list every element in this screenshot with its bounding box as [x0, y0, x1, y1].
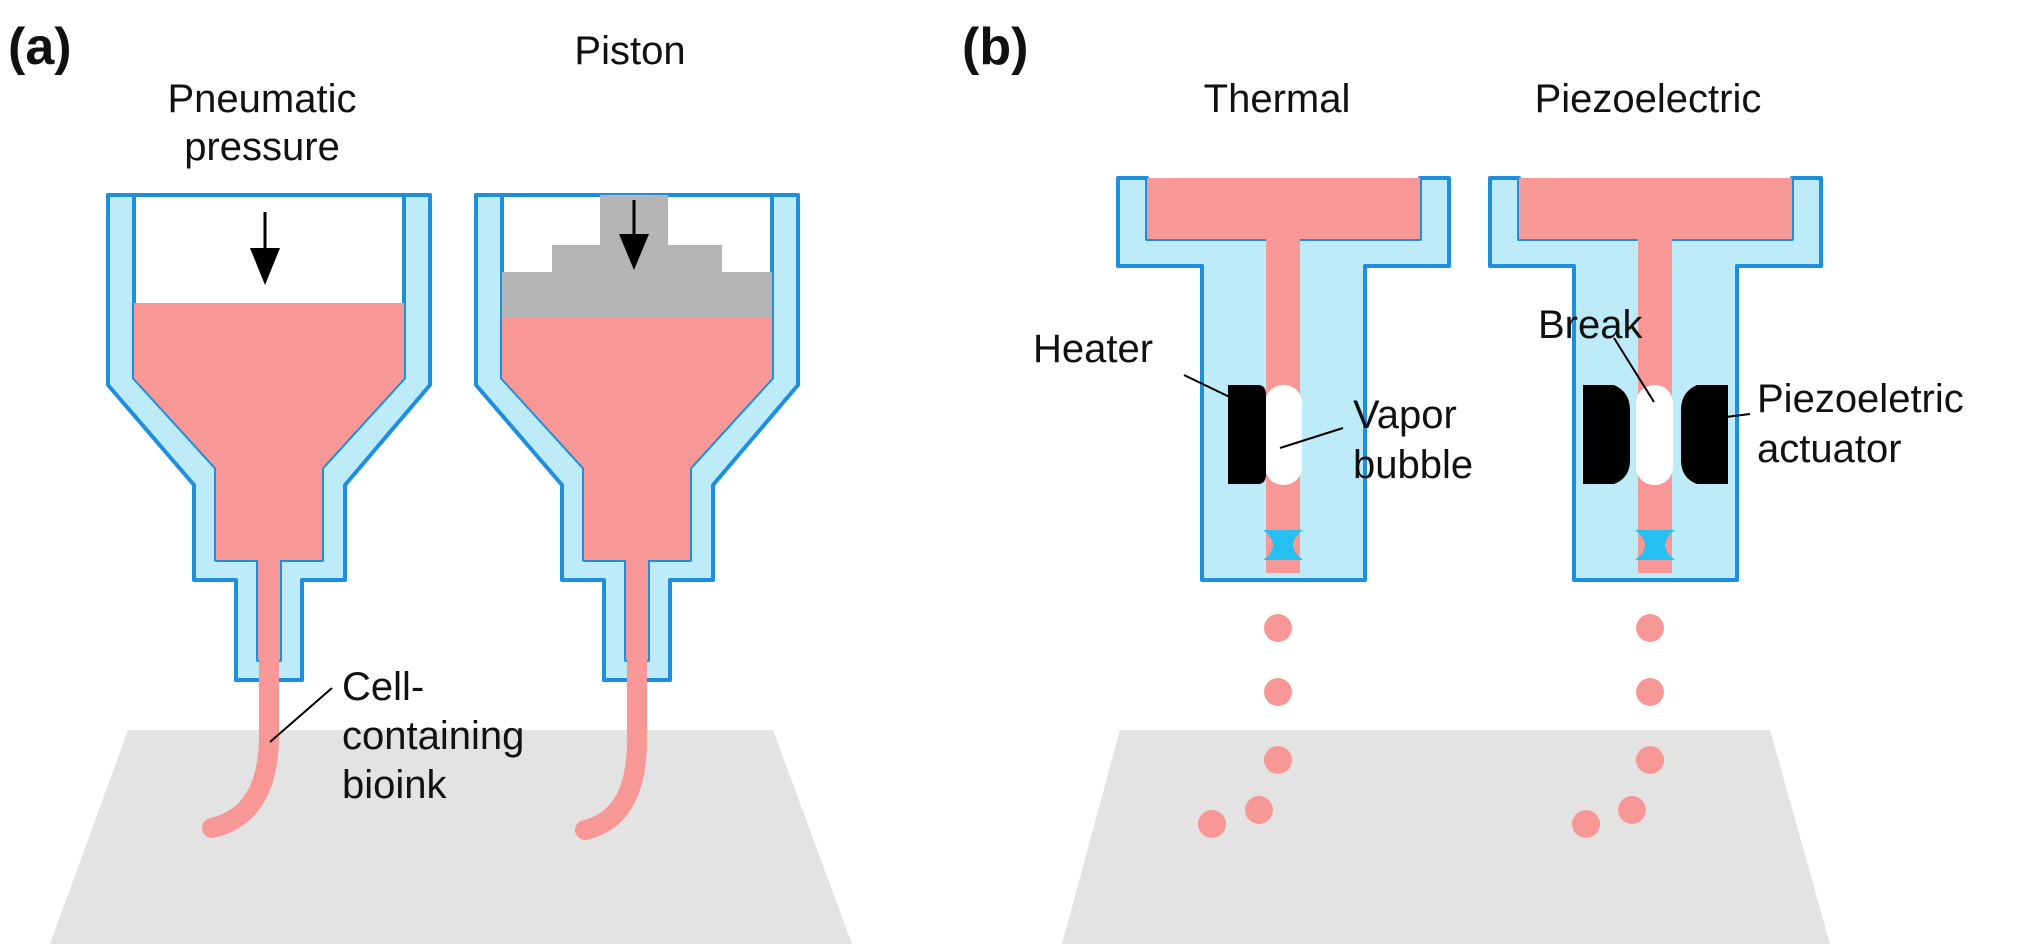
meniscus [1635, 530, 1675, 560]
bioink-chamber [1519, 178, 1792, 239]
vapor-leader-line [1279, 427, 1344, 449]
piezo-actuator-leader-line [1717, 413, 1751, 419]
bioink-strand [202, 645, 279, 838]
panel-b-label: (b) [962, 18, 1028, 76]
panel-a-label: (a) [8, 18, 72, 76]
piezoelectric-title: Piezoelectric [1535, 77, 1762, 121]
piezo-printhead [1488, 176, 1823, 582]
vapor-label-line1: Vapor [1353, 393, 1457, 437]
break-leader-line [1613, 337, 1655, 403]
piezo-droplets [1572, 614, 1664, 838]
heater [1228, 385, 1266, 484]
break-label: Break [1538, 303, 1643, 347]
piezo-actuator-label-line1: Piezoeletric [1757, 377, 1964, 421]
bioink-label-line3: bioink [342, 763, 448, 807]
substrate-a [50, 730, 852, 944]
substrate-b [1062, 730, 1830, 944]
bioink-label-line2: containing [342, 714, 524, 758]
break-bubble [1636, 385, 1673, 485]
vapor-bubble [1265, 385, 1302, 485]
meniscus [1263, 530, 1303, 560]
thermal-printhead [1116, 176, 1451, 582]
piezo-actuator-left [1583, 385, 1630, 484]
piezo-actuator-right [1681, 385, 1728, 484]
heater-leader-line [1183, 374, 1241, 403]
bioink-chamber [1147, 178, 1420, 239]
bioink-nozzle [258, 560, 280, 660]
bioink-label-line1: Cell- [342, 665, 424, 709]
bioink-reservoir [502, 318, 772, 560]
heater-label: Heater [1033, 327, 1153, 371]
vapor-label-line2: bubble [1353, 443, 1473, 487]
bioink-nozzle [626, 560, 648, 660]
bioink-strand [575, 645, 647, 840]
pneumatic-title-line1: Pneumatic [168, 77, 357, 121]
piston-arrow [619, 200, 649, 270]
thermal-droplets [1198, 614, 1292, 838]
thermal-title: Thermal [1204, 77, 1351, 121]
bioink-reservoir [134, 303, 404, 560]
piston-title: Piston [574, 29, 685, 73]
bioink-leader-line [269, 687, 333, 743]
pneumatic-title-line2: pressure [184, 125, 340, 169]
piezo-actuator-label-line2: actuator [1757, 427, 1902, 471]
pressure-arrow [250, 212, 280, 285]
pneumatic-syringe [106, 193, 432, 838]
